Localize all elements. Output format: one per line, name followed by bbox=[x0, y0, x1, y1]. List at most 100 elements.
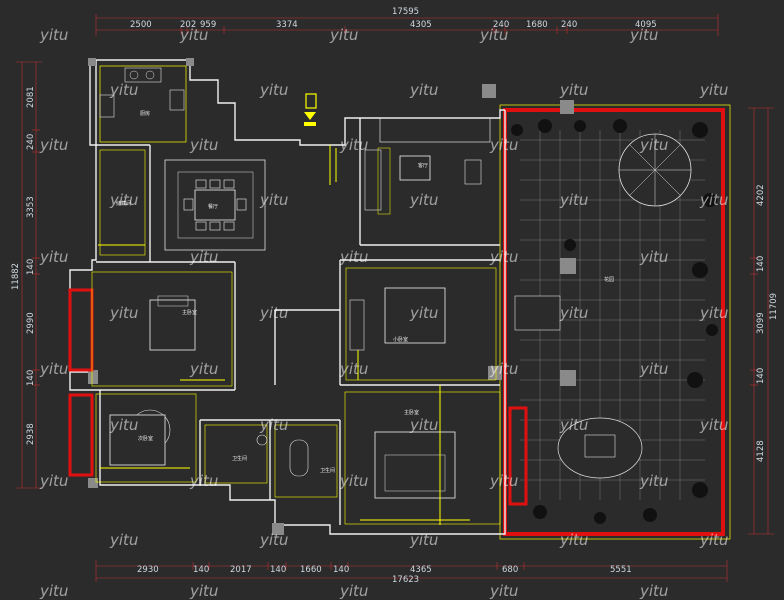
terrace-label: 花园 bbox=[604, 276, 614, 283]
watermark: yitu bbox=[39, 136, 68, 154]
dim-total-top: 17595 bbox=[392, 7, 419, 17]
top-dimension-lines bbox=[95, 14, 719, 36]
dim-bottom-6: 140 bbox=[333, 565, 349, 575]
watermark: yitu bbox=[339, 582, 368, 600]
watermark: yitu bbox=[329, 26, 358, 44]
watermark: yitu bbox=[409, 304, 438, 322]
watermark: yitu bbox=[699, 191, 728, 209]
dim-bottom-2: 140 bbox=[193, 565, 209, 575]
watermark: yitu bbox=[559, 81, 588, 99]
dim-bottom-3: 2017 bbox=[230, 565, 252, 575]
bottom-dimension-lines bbox=[95, 560, 728, 582]
bathroom-1: 卫生间 bbox=[204, 424, 268, 484]
watermark: yitu bbox=[339, 136, 368, 154]
watermark: yitu bbox=[629, 26, 658, 44]
watermark: yitu bbox=[489, 248, 518, 266]
watermark: yitu bbox=[409, 531, 438, 549]
dim-left-7: 2938 bbox=[26, 423, 36, 445]
watermark: yitu bbox=[339, 248, 368, 266]
watermark: yitu bbox=[699, 416, 728, 434]
watermark: yitu bbox=[409, 416, 438, 434]
master-suite: 主卧室 bbox=[344, 391, 528, 525]
dim-top-7: 1680 bbox=[526, 20, 548, 30]
watermark: yitu bbox=[489, 582, 518, 600]
watermark: yitu bbox=[189, 472, 218, 490]
dim-left-3: 3353 bbox=[26, 196, 36, 218]
bedroom-main-label: 主卧室 bbox=[182, 309, 197, 316]
watermark: yitu bbox=[699, 304, 728, 322]
dining-label: 餐厅 bbox=[208, 203, 218, 210]
bedroom-second-label: 次卧室 bbox=[138, 435, 153, 442]
watermark: yitu bbox=[259, 81, 288, 99]
watermark: yitu bbox=[559, 416, 588, 434]
right-dimension-lines bbox=[748, 107, 774, 535]
watermark: yitu bbox=[559, 531, 588, 549]
dining-room: 餐厅 bbox=[164, 159, 266, 251]
watermark: yitu bbox=[109, 81, 138, 99]
storage-room: 储藏间 bbox=[99, 149, 146, 256]
watermark: yitu bbox=[259, 304, 288, 322]
dim-total-bottom: 17623 bbox=[392, 575, 419, 585]
opening-markers bbox=[98, 145, 470, 525]
dim-right-2: 140 bbox=[756, 256, 766, 272]
watermark: yitu bbox=[489, 360, 518, 378]
watermark: yitu bbox=[39, 360, 68, 378]
entrance-arrow-icon bbox=[304, 93, 317, 126]
bedroom-second: 次卧室 bbox=[68, 393, 197, 483]
watermark: yitu bbox=[639, 248, 668, 266]
watermark: yitu bbox=[639, 136, 668, 154]
storage-label: 储藏间 bbox=[116, 200, 131, 207]
watermark: yitu bbox=[259, 531, 288, 549]
kitchen: 厨房 bbox=[99, 65, 187, 143]
watermark: yitu bbox=[639, 472, 668, 490]
watermark: yitu bbox=[259, 416, 288, 434]
dim-right-1: 4202 bbox=[756, 184, 766, 206]
watermark: yitu bbox=[109, 416, 138, 434]
watermark: yitu bbox=[189, 136, 218, 154]
watermark: yitu bbox=[409, 191, 438, 209]
dim-left-5: 2990 bbox=[26, 312, 36, 334]
dim-right-5: 4128 bbox=[756, 440, 766, 462]
dim-bottom-8: 680 bbox=[502, 565, 518, 575]
watermark: yitu bbox=[639, 582, 668, 600]
watermark: yitu bbox=[39, 26, 68, 44]
watermark: yitu bbox=[409, 81, 438, 99]
dim-right-4: 140 bbox=[756, 368, 766, 384]
watermark: yitu bbox=[109, 531, 138, 549]
watermark: yitu bbox=[489, 472, 518, 490]
bedroom-small: 小卧室 bbox=[345, 267, 497, 381]
watermark: yitu bbox=[39, 582, 68, 600]
bedroom-main: 主卧室 bbox=[68, 271, 233, 387]
dim-total-left: 11882 bbox=[11, 263, 21, 290]
watermark: yitu bbox=[39, 472, 68, 490]
dim-top-6: 240 bbox=[493, 20, 509, 30]
watermark: yitu bbox=[639, 360, 668, 378]
watermark: yitu bbox=[109, 304, 138, 322]
dim-top-8: 240 bbox=[561, 20, 577, 30]
dim-bottom-4: 140 bbox=[270, 565, 286, 575]
bedroom-small-label: 小卧室 bbox=[393, 336, 408, 343]
dim-bottom-9: 5551 bbox=[610, 565, 632, 575]
master-suite-label: 主卧室 bbox=[404, 409, 419, 416]
bathroom-1-label: 卫生间 bbox=[232, 455, 247, 462]
dim-top-2: 202 bbox=[180, 20, 196, 30]
dim-left-6: 140 bbox=[26, 370, 36, 386]
dim-right-3: 3099 bbox=[756, 312, 766, 334]
dim-top-1: 2500 bbox=[130, 20, 152, 30]
living-room: 客厅 bbox=[364, 117, 491, 215]
dim-bottom-5: 1660 bbox=[300, 565, 322, 575]
watermark: yitu bbox=[699, 81, 728, 99]
left-dimension-lines bbox=[16, 61, 42, 489]
dim-top-9: 4095 bbox=[635, 20, 657, 30]
dim-top-5: 4305 bbox=[410, 20, 432, 30]
pillars bbox=[88, 58, 576, 535]
watermark: yitu bbox=[189, 582, 218, 600]
watermark: yitu bbox=[339, 472, 368, 490]
dim-left-1: 2081 bbox=[26, 86, 36, 108]
watermark: yitu bbox=[559, 304, 588, 322]
bathroom-2-label: 卫生间 bbox=[320, 467, 335, 474]
dim-left-2: 240 bbox=[26, 134, 36, 150]
watermark: yitu bbox=[699, 531, 728, 549]
dim-top-3: 959 bbox=[200, 20, 216, 30]
dim-bottom-1: 2930 bbox=[137, 565, 159, 575]
